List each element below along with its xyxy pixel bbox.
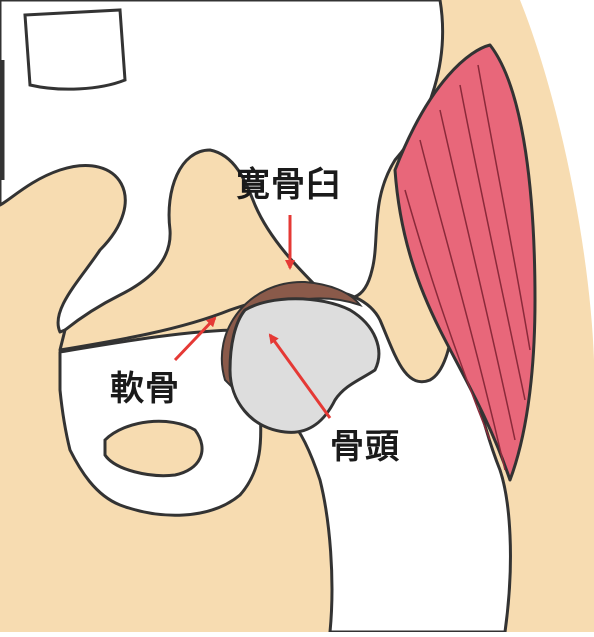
iliac-crest — [23, 8, 127, 91]
arrow-icon — [173, 316, 217, 362]
arrow-icon — [268, 333, 332, 419]
label-femoral-head: 骨頭 — [330, 427, 400, 467]
obturator-foramen — [103, 419, 204, 478]
femoral-head — [228, 297, 381, 434]
label-cartilage: 軟骨 — [110, 369, 180, 409]
label-acetabulum: 寛骨臼 — [236, 165, 341, 205]
muscle-fibers — [404, 64, 531, 471]
